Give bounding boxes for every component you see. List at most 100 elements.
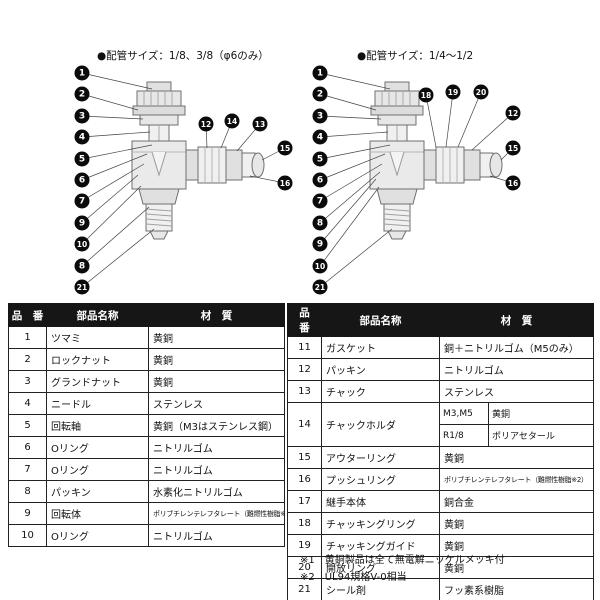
callout-number: 15 xyxy=(280,144,290,153)
part-number-cell: 12 xyxy=(287,358,322,381)
part-name-cell: チャックホルダ xyxy=(321,402,440,447)
material-cell: 黄銅 xyxy=(148,326,285,349)
callout-number: 15 xyxy=(508,144,518,153)
part-number-cell: 8 xyxy=(8,480,47,503)
callout-7: 7 xyxy=(312,193,328,209)
material-cell: ニトリルゴム xyxy=(148,458,285,481)
part-number-cell: 10 xyxy=(8,524,47,547)
column-header: 品 番 xyxy=(8,303,47,327)
leader-line xyxy=(81,131,151,138)
callout-circle xyxy=(312,151,328,167)
part-number-cell: 18 xyxy=(287,512,322,535)
callout-2: 2 xyxy=(312,86,328,102)
part-name-cell: チャッキングリング xyxy=(321,512,440,535)
callout-number: 1 xyxy=(79,69,85,79)
callout-number: 6 xyxy=(79,176,85,186)
part-name-cell: Oリング xyxy=(46,524,149,547)
material-cell: ニトリルゴム xyxy=(148,524,285,547)
callout-circle xyxy=(505,140,521,156)
part-number-cell: 3 xyxy=(8,370,47,393)
callout-21: 21 xyxy=(312,279,328,295)
callout-number: 8 xyxy=(317,219,323,229)
callout-16: 16 xyxy=(505,175,521,191)
callout-circle xyxy=(74,193,90,209)
callout-number: 5 xyxy=(317,155,323,165)
leader-line xyxy=(319,72,391,90)
column-header: 材 質 xyxy=(148,303,285,327)
callout-circle xyxy=(74,279,90,295)
callout-circle xyxy=(312,65,328,81)
callout-number: 2 xyxy=(79,90,85,100)
leader-line xyxy=(81,144,153,160)
callout-1: 1 xyxy=(312,65,328,81)
callout-number: 16 xyxy=(280,179,290,188)
callout-circle xyxy=(312,279,328,295)
footnotes: ※1 黄銅製品は全て無電解ニッケルメッキ付 ※2 UL94規格V-0相当 xyxy=(300,553,505,586)
leader-line xyxy=(319,131,389,138)
callout-number: 13 xyxy=(255,120,265,129)
part-number-cell: 9 xyxy=(8,502,47,525)
header-row: 品 番部品名称材 質 xyxy=(287,303,594,337)
callout-9: 9 xyxy=(74,215,90,231)
leader-line xyxy=(319,186,380,267)
callout-7: 7 xyxy=(74,193,90,209)
callout-15: 15 xyxy=(277,140,293,156)
part-name-cell: パッキン xyxy=(321,358,440,381)
footnote-1: ※1 黄銅製品は全て無電解ニッケルメッキ付 xyxy=(300,555,505,566)
part-number-cell: 7 xyxy=(8,458,47,481)
split-cell: 黄銅 xyxy=(488,403,593,425)
callout-number: 16 xyxy=(508,179,518,188)
callout-3: 3 xyxy=(312,108,328,124)
split-cell: R1/8 xyxy=(440,424,489,446)
callout-14: 14 xyxy=(224,113,240,129)
callout-number: 20 xyxy=(476,88,486,97)
leader-line xyxy=(81,163,145,202)
part-name-cell: グランドナット xyxy=(46,370,149,393)
leader-line xyxy=(319,178,377,245)
leader-line xyxy=(81,185,142,245)
callout-number: 4 xyxy=(79,133,85,143)
material-cell: 黄銅（M3はステンレス鋼） xyxy=(148,414,285,437)
callout-number: 10 xyxy=(77,240,87,249)
callout-circle xyxy=(74,236,90,252)
material-cell: ステンレス xyxy=(148,392,285,415)
leader-line xyxy=(319,163,383,202)
column-header: 材 質 xyxy=(439,303,594,337)
part-name-cell: プッシュリング xyxy=(321,468,440,491)
leader-line xyxy=(425,94,437,148)
callout-10: 10 xyxy=(312,258,328,274)
callout-10: 10 xyxy=(74,236,90,252)
callout-18: 18 xyxy=(418,87,434,103)
callout-13: 13 xyxy=(252,116,268,132)
material-cell: ニトリルゴム xyxy=(439,358,594,381)
material-cell: ポリブチレンテレフタレート（難燃性樹脂※2） xyxy=(439,468,594,491)
callout-circle xyxy=(252,116,268,132)
callout-number: 12 xyxy=(508,109,518,118)
right-diagram-title: ●配管サイズ：1/4～1/2 xyxy=(357,50,474,62)
callout-circle xyxy=(312,258,328,274)
column-header: 品 番 xyxy=(287,303,322,337)
callout-9: 9 xyxy=(312,236,328,252)
material-cell: 黄銅 xyxy=(148,348,285,371)
callout-circle xyxy=(418,87,434,103)
fitting-drawing-left xyxy=(131,81,265,240)
callout-circle xyxy=(312,236,328,252)
footnote-2: ※2 UL94規格V-0相当 xyxy=(300,571,407,583)
part-number-cell: 13 xyxy=(287,380,322,403)
